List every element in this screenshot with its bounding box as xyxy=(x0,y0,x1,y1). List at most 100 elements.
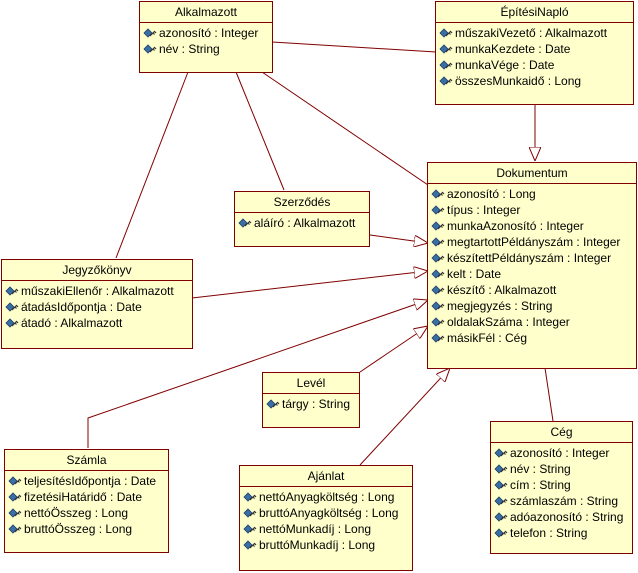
attribute-text: munkaKezdete : Date xyxy=(455,42,571,56)
attribute-key-icon xyxy=(439,60,453,70)
attribute-key-icon xyxy=(431,269,445,279)
attribute-text: fizetésiHatáridő : Date xyxy=(24,490,143,504)
attribute-row: munkaVége : Date xyxy=(439,57,633,73)
attribute-text: átadásIdőpontja : Date xyxy=(21,300,142,314)
class-szerzodes[interactable]: Szerződés aláíró : Alkalmazott xyxy=(234,191,370,247)
attribute-key-icon xyxy=(8,476,22,486)
generalization-level-dokumentum xyxy=(359,326,428,373)
generalization-szerzodes-dokumentum xyxy=(369,234,428,243)
attribute-text: műszakiEllenőr : Alkalmazott xyxy=(21,284,174,298)
attribute-key-icon xyxy=(243,524,257,534)
attribute-key-icon xyxy=(5,286,19,296)
attribute-text: kelt : Date xyxy=(447,267,502,281)
attribute-key-icon xyxy=(243,492,257,502)
attribute-row: nettóAnyagköltség : Long xyxy=(243,489,412,505)
generalization-szamla-dokumentum xyxy=(87,300,428,448)
attribute-key-icon xyxy=(8,524,22,534)
class-name: Dokumentum xyxy=(428,163,636,184)
attribute-key-icon xyxy=(143,28,157,38)
attribute-text: számlaszám : String xyxy=(510,494,619,508)
attribute-text: azonosító : Integer xyxy=(510,446,610,460)
attribute-text: adóazonosító : String xyxy=(510,510,624,524)
assoc-alkalmazott-dokumentum xyxy=(261,71,429,186)
attribute-key-icon xyxy=(431,285,445,295)
attribute-key-icon xyxy=(431,189,445,199)
attribute-text: oldalakSzáma : Integer xyxy=(447,315,570,329)
attribute-text: bruttóAnyagköltség : Long xyxy=(259,506,399,520)
class-name: Számla xyxy=(5,450,168,471)
class-jegyzokonyv[interactable]: Jegyzőkönyv műszakiEllenőr : Alkalmazott… xyxy=(1,259,193,349)
attribute-row: oldalakSzáma : Integer xyxy=(431,314,636,330)
attribute-row: nettóMunkadíj : Long xyxy=(243,521,412,537)
attribute-text: bruttóÖsszeg : Long xyxy=(24,522,133,536)
class-name: Szerződés xyxy=(235,192,369,213)
attribute-key-icon xyxy=(494,448,508,458)
attribute-text: név : String xyxy=(159,42,220,56)
attribute-row: másikFél : Cég xyxy=(431,330,636,346)
class-level[interactable]: Levél tárgy : String xyxy=(262,372,360,428)
attribute-list: aláíró : Alkalmazott xyxy=(235,213,369,231)
attribute-key-icon xyxy=(238,218,252,228)
attribute-text: átadó : Alkalmazott xyxy=(21,316,123,330)
class-epitesinaplo[interactable]: ÉpítésiNapló műszakiVezető : Alkalmazott… xyxy=(435,1,634,105)
attribute-row: név : String xyxy=(494,461,632,477)
attribute-key-icon xyxy=(8,508,22,518)
attribute-key-icon xyxy=(243,508,257,518)
attribute-key-icon xyxy=(494,512,508,522)
assoc-alkalmazott-jegyzokonyv xyxy=(115,71,189,259)
attribute-row: műszakiEllenőr : Alkalmazott xyxy=(5,283,192,299)
attribute-row: átadó : Alkalmazott xyxy=(5,315,192,331)
attribute-text: telefon : String xyxy=(510,526,588,540)
attribute-key-icon xyxy=(439,44,453,54)
attribute-key-icon xyxy=(8,492,22,502)
attribute-row: összesMunkaidő : Long xyxy=(439,73,633,89)
attribute-key-icon xyxy=(431,237,445,247)
attribute-text: nettóAnyagköltség : Long xyxy=(259,490,395,504)
attribute-text: megtartottPéldányszám : Integer xyxy=(447,235,621,249)
attribute-text: azonosító : Long xyxy=(447,187,536,201)
attribute-row: számlaszám : String xyxy=(494,493,632,509)
attribute-row: bruttóAnyagköltség : Long xyxy=(243,505,412,521)
attribute-key-icon xyxy=(494,480,508,490)
class-name: ÉpítésiNapló xyxy=(436,2,633,23)
class-dokumentum[interactable]: Dokumentum azonosító : Long típus : Integ… xyxy=(427,162,637,369)
class-name: Jegyzőkönyv xyxy=(2,260,192,281)
attribute-row: műszakiVezető : Alkalmazott xyxy=(439,25,633,41)
attribute-row: azonosító : Integer xyxy=(494,445,632,461)
attribute-row: azonosító : Integer xyxy=(143,25,272,41)
attribute-row: cím : String xyxy=(494,477,632,493)
attribute-row: munkaAzonosító : Integer xyxy=(431,218,636,234)
attribute-text: típus : Integer xyxy=(447,203,521,217)
attribute-row: azonosító : Long xyxy=(431,186,636,202)
attribute-row: bruttóMunkadíj : Long xyxy=(243,537,412,553)
attribute-text: összesMunkaidő : Long xyxy=(455,74,582,88)
attribute-row: tárgy : String xyxy=(266,396,359,412)
attribute-row: aláíró : Alkalmazott xyxy=(238,215,369,231)
attribute-key-icon xyxy=(439,76,453,86)
attribute-key-icon xyxy=(494,496,508,506)
attribute-text: megjegyzés : String xyxy=(447,299,553,313)
attribute-row: átadásIdőpontja : Date xyxy=(5,299,192,315)
attribute-key-icon xyxy=(5,318,19,328)
attribute-row: munkaKezdete : Date xyxy=(439,41,633,57)
attribute-key-icon xyxy=(439,28,453,38)
attribute-text: tárgy : String xyxy=(282,397,351,411)
attribute-row: adóazonosító : String xyxy=(494,509,632,525)
attribute-text: műszakiVezető : Alkalmazott xyxy=(455,26,608,40)
attribute-key-icon xyxy=(143,44,157,54)
attribute-row: típus : Integer xyxy=(431,202,636,218)
attribute-row: készítő : Alkalmazott xyxy=(431,282,636,298)
attribute-key-icon xyxy=(431,301,445,311)
attribute-text: aláíró : Alkalmazott xyxy=(254,216,356,230)
generalization-ajanlat-dokumentum xyxy=(359,368,450,466)
attribute-list: nettóAnyagköltség : Long bruttóAnyagkölts… xyxy=(240,487,412,553)
attribute-text: készítettPéldányszám : Integer xyxy=(447,251,612,265)
attribute-key-icon xyxy=(431,205,445,215)
